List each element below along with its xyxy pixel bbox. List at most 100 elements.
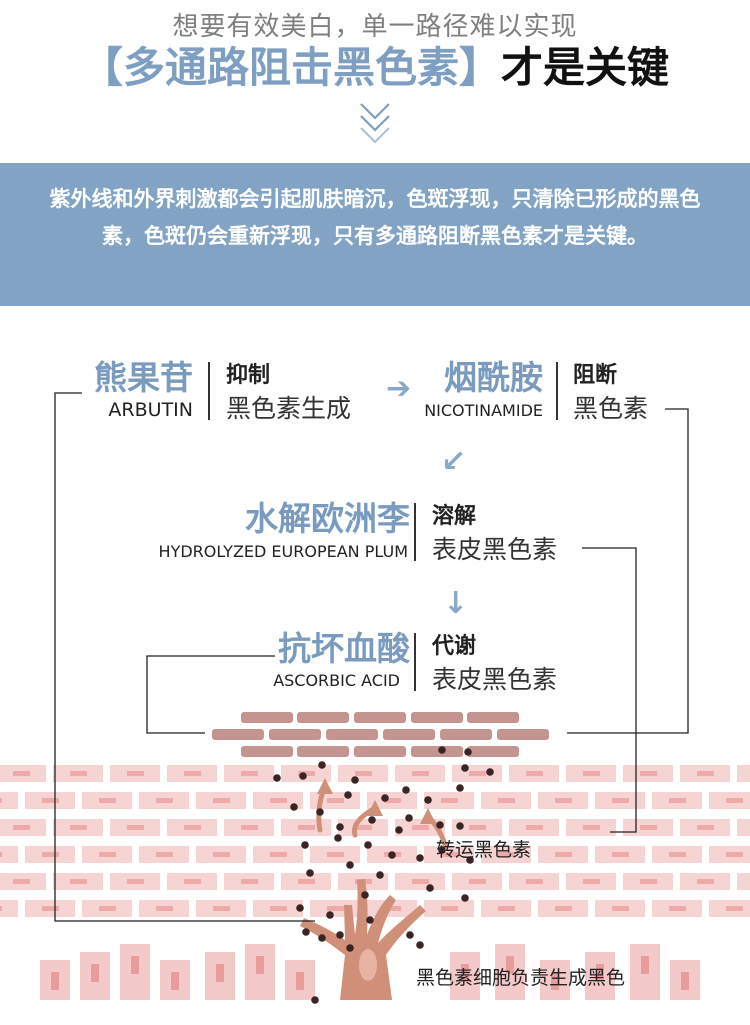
skin-cell	[737, 873, 750, 890]
basal-nucleus	[596, 964, 604, 982]
melanin-dot	[334, 834, 342, 842]
basal-nucleus	[641, 956, 649, 974]
cell-nucleus	[384, 798, 401, 803]
cell-nucleus	[270, 906, 287, 911]
cell-nucleus	[99, 906, 116, 911]
cell-nucleus	[270, 798, 287, 803]
melanin-dot	[351, 776, 359, 784]
melanin-dot	[368, 816, 376, 824]
transport-label: 转运黑色素	[436, 839, 532, 861]
melanin-dot	[416, 941, 424, 949]
ingredient-ascorbic-target: 表皮黑色素	[432, 665, 558, 694]
cell-nucleus	[583, 771, 600, 776]
cell-nucleus	[555, 798, 572, 803]
dark-skin-cell	[212, 729, 264, 740]
melanin-dot	[436, 821, 444, 829]
cell-nucleus	[697, 825, 714, 830]
cell-nucleus	[99, 798, 116, 803]
ingredient-nicotinamide-verb: 阻断	[573, 363, 618, 388]
melanin-dot	[416, 854, 424, 862]
cell-nucleus	[99, 852, 116, 857]
melanin-dot	[381, 794, 389, 802]
cell-nucleus	[298, 771, 315, 776]
basal-nucleus	[51, 972, 59, 990]
cell-nucleus	[441, 906, 458, 911]
basal-nucleus	[131, 956, 139, 974]
melanin-dot	[456, 784, 464, 792]
cell-nucleus	[612, 852, 629, 857]
cell-nucleus	[384, 906, 401, 911]
dark-skin-cell	[411, 746, 463, 757]
melanin-dot	[316, 808, 324, 816]
melanocyte-label: 黑色素细胞负责生成黑色	[416, 967, 626, 989]
headline-bracketed: 【多通路阻击黑色素】	[80, 43, 501, 92]
melanin-dot	[456, 822, 464, 830]
melanin-dot	[346, 944, 354, 952]
cell-nucleus	[498, 852, 515, 857]
double-chevron-down-icon	[360, 103, 390, 144]
dark-skin-cell	[241, 746, 293, 757]
melanin-dot	[438, 846, 446, 854]
melanin-dot	[364, 841, 372, 849]
skin-cell	[737, 765, 750, 782]
melanocyte-nucleus	[359, 949, 377, 981]
ingredient-nicotinamide-cn: 烟酰胺	[444, 358, 543, 397]
cell-nucleus	[355, 771, 372, 776]
arrow-right-icon: ➔	[386, 371, 412, 406]
skin-cell	[0, 792, 18, 809]
melanocyte-cell	[300, 879, 426, 1000]
connector-line	[146, 655, 275, 734]
cell-nucleus	[0, 906, 2, 911]
intro-text: 紫外线和外界刺激都会引起肌肤暗沉，色斑浮现，只清除已形成的黑色素，色斑仍会重新浮…	[49, 187, 701, 248]
melanin-dot	[388, 851, 396, 859]
ingredient-arbutin-target: 黑色素生成	[226, 394, 352, 423]
melanin-dot	[361, 891, 369, 899]
cell-nucleus	[298, 879, 315, 884]
headline: 【多通路阻击黑色素】才是关键	[0, 40, 750, 96]
melanin-dot	[336, 931, 344, 939]
cell-nucleus	[612, 906, 629, 911]
melanin-dot	[466, 856, 474, 864]
basal-nucleus	[256, 956, 264, 974]
basal-nucleus	[506, 956, 514, 974]
basal-nucleus	[91, 964, 99, 982]
cell-nucleus	[669, 798, 686, 803]
dark-skin-cell	[383, 729, 435, 740]
dark-skin-cell	[241, 712, 293, 723]
cell-nucleus	[726, 852, 743, 857]
cell-nucleus	[213, 852, 230, 857]
cell-nucleus	[127, 825, 144, 830]
cell-nucleus	[697, 771, 714, 776]
cell-nucleus	[156, 798, 173, 803]
cell-nucleus	[555, 852, 572, 857]
dark-skin-cell	[411, 712, 463, 723]
skin-cell	[0, 846, 18, 863]
melanin-dot	[346, 861, 354, 869]
cell-nucleus	[42, 852, 59, 857]
cell-nucleus	[241, 825, 258, 830]
connector-line	[567, 408, 689, 734]
ingredient-plum-cn: 水解欧洲李	[245, 499, 410, 538]
ingredient-arbutin-cn: 熊果苷	[94, 358, 193, 397]
intro-band	[0, 163, 750, 306]
cell-nucleus	[13, 771, 30, 776]
melanin-dot	[296, 904, 304, 912]
cell-nucleus	[213, 798, 230, 803]
cell-nucleus	[526, 879, 543, 884]
melanin-dot	[290, 803, 298, 811]
melanin-dot	[402, 786, 410, 794]
dark-skin-cell	[354, 746, 406, 757]
cell-nucleus	[526, 771, 543, 776]
dark-skin-cell	[297, 746, 349, 757]
cell-nucleus	[241, 879, 258, 884]
cell-nucleus	[441, 798, 458, 803]
cell-nucleus	[241, 771, 258, 776]
cell-nucleus	[184, 825, 201, 830]
basal-nucleus	[296, 972, 304, 990]
cell-nucleus	[327, 798, 344, 803]
cell-nucleus	[726, 906, 743, 911]
divider	[556, 362, 558, 420]
ingredient-ascorbic-en: ASCORBIC ACID	[273, 671, 400, 690]
cell-nucleus	[156, 906, 173, 911]
